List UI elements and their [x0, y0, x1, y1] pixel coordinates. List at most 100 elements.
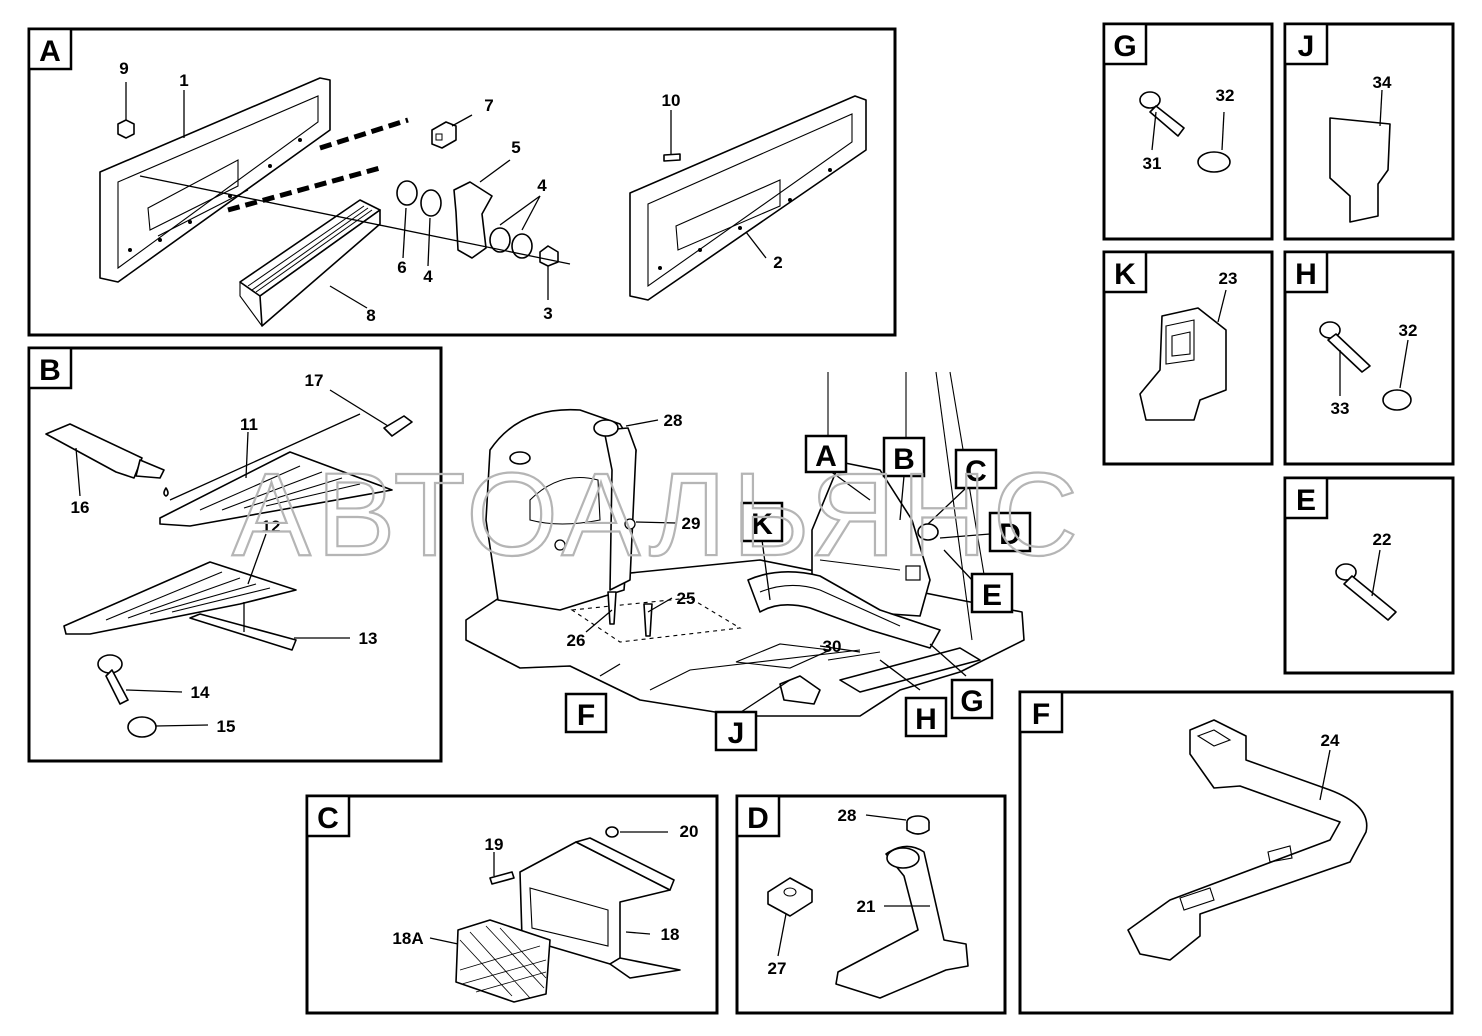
part-number-3: 3 — [543, 304, 552, 323]
callout-k-label: K — [751, 508, 773, 541]
bolt-33 — [1319, 321, 1371, 373]
panel-j: J 34 — [1283, 22, 1455, 241]
panel-f: F 24 — [1018, 690, 1454, 1015]
panel-a: A — [27, 27, 897, 337]
part-number-29: 29 — [682, 514, 701, 533]
part-number-15: 15 — [217, 717, 236, 736]
panel-g-label: G — [1113, 30, 1136, 63]
cab-floor-assembly — [465, 371, 1025, 717]
panel-c-label: C — [317, 802, 339, 835]
part-number-32-h: 32 — [1399, 321, 1418, 340]
callout-j: J — [714, 710, 758, 752]
air-duct-pipe — [835, 845, 969, 999]
cover-plate — [1329, 117, 1391, 223]
washer-4a — [420, 189, 442, 217]
bolt-22 — [1335, 563, 1397, 621]
part-number-14: 14 — [191, 683, 210, 702]
panel-e-label: E — [1296, 484, 1316, 517]
part-number-8: 8 — [366, 306, 375, 325]
cover-grille-lower — [63, 561, 297, 635]
callout-b: B — [882, 436, 926, 478]
washer — [127, 716, 157, 738]
part-number-12: 12 — [262, 517, 281, 536]
bolt — [663, 153, 681, 162]
panel-e: E 22 — [1283, 476, 1455, 675]
panel-a-label: A — [39, 35, 61, 68]
washer-4b — [489, 227, 511, 253]
callout-e-label: E — [982, 579, 1002, 612]
part-number-4-right: 4 — [537, 176, 547, 195]
part-number-11: 11 — [240, 415, 258, 434]
side-panel-left — [99, 77, 331, 283]
sealant-tube — [45, 423, 169, 497]
washer-4c — [511, 233, 533, 259]
panel-d-label: D — [747, 802, 769, 835]
part-number-23: 23 — [1219, 269, 1238, 288]
callout-a: A — [804, 434, 848, 474]
washer-32-h — [1382, 389, 1412, 411]
part-number-24: 24 — [1321, 731, 1340, 750]
part-number-34: 34 — [1373, 73, 1392, 92]
bracket — [453, 181, 493, 259]
part-number-22: 22 — [1373, 530, 1392, 549]
part-number-25: 25 — [677, 589, 696, 608]
part-number-30: 30 — [823, 637, 842, 656]
part-number-9: 9 — [119, 59, 128, 78]
screw — [383, 415, 413, 437]
callout-f: F — [564, 692, 608, 734]
panel-k-label: K — [1114, 258, 1136, 291]
part-number-5: 5 — [511, 138, 520, 157]
part-number-31: 31 — [1143, 154, 1162, 173]
part-number-17: 17 — [305, 371, 324, 390]
callout-d-label: D — [999, 518, 1021, 551]
panel-g: G 32 31 — [1102, 22, 1274, 241]
callout-j-label: J — [728, 717, 745, 750]
callout-f-label: F — [577, 699, 595, 732]
callout-d: D — [988, 511, 1032, 553]
callout-g-label: G — [960, 685, 983, 718]
part-number-32-g: 32 — [1216, 86, 1235, 105]
watermark: АВТОАЛЬЯНС — [232, 449, 1084, 581]
air-duct-housing — [519, 837, 681, 979]
panel-d: D 28 21 27 — [735, 794, 1007, 1015]
part-number-6: 6 — [397, 258, 406, 277]
callout-k: K — [740, 501, 784, 543]
vent-nozzle — [1139, 307, 1227, 421]
cover-grille-upper — [159, 451, 393, 527]
nut — [117, 119, 135, 139]
seal-strip-upper — [319, 117, 409, 151]
callout-c: C — [954, 448, 998, 490]
cap-28 — [906, 815, 930, 835]
floor-duct — [1127, 719, 1368, 961]
part-number-18a: 18A — [392, 929, 423, 948]
panel-j-label: J — [1298, 30, 1315, 63]
part-number-20: 20 — [680, 822, 699, 841]
part-number-13: 13 — [359, 629, 378, 648]
callout-h: H — [904, 696, 948, 738]
part-number-28-detail: 28 — [838, 806, 857, 825]
panel-b-label: B — [39, 354, 61, 387]
part-number-27: 27 — [768, 959, 787, 978]
panel-k: K 23 — [1102, 250, 1274, 466]
panel-h: H 32 33 — [1283, 250, 1455, 466]
part-number-18: 18 — [661, 925, 680, 944]
air-filter — [239, 199, 381, 327]
mounting-strip — [189, 613, 297, 651]
part-number-16: 16 — [71, 498, 90, 517]
washer-32-g — [1197, 151, 1231, 173]
rubber-cap — [431, 121, 457, 149]
screw-19 — [489, 871, 515, 885]
part-number-21: 21 — [857, 897, 876, 916]
callout-h-label: H — [915, 703, 937, 736]
filter-pad — [455, 919, 551, 1003]
callout-c-label: C — [965, 455, 987, 488]
panel-c: C 19 20 18 18A — [305, 794, 719, 1015]
part-number-4-left: 4 — [423, 267, 433, 286]
panel-h-label: H — [1295, 258, 1317, 291]
panel-b: B — [27, 346, 443, 763]
part-number-1: 1 — [179, 71, 188, 90]
callout-b-label: B — [893, 443, 915, 476]
bolt-31 — [1139, 91, 1185, 137]
part-number-26: 26 — [567, 631, 586, 650]
